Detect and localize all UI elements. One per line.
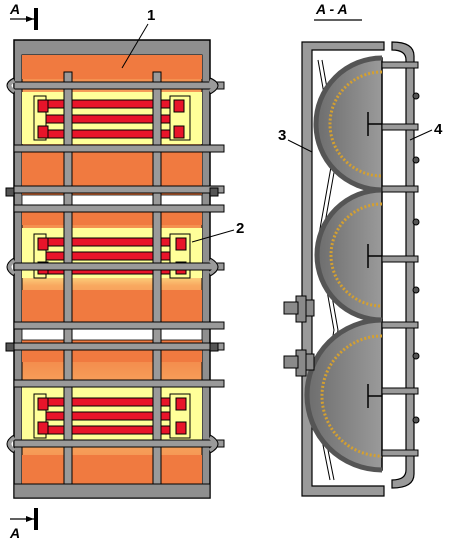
- mounting-bracket: [283, 295, 315, 377]
- section-marker-top: A: [9, 1, 38, 30]
- front-view: [5, 39, 225, 499]
- heater-tubes-middle: [33, 233, 191, 279]
- callout-3: 3: [278, 127, 313, 153]
- horizontal-clamp-bars: [13, 81, 225, 448]
- heater-tubes-bottom: [33, 393, 191, 439]
- dish-mounts: [367, 112, 382, 408]
- section-marker-bottom: A: [9, 508, 38, 541]
- callout-1-label: 1: [147, 7, 155, 24]
- heater-tubes-top: [33, 95, 191, 141]
- section-title: A - A: [315, 1, 348, 17]
- callout-4-label: 4: [434, 121, 443, 138]
- back-housing: [301, 41, 385, 497]
- side-bolts: [5, 187, 219, 352]
- clamp-loops: [6, 77, 219, 454]
- callout-1: 1: [121, 7, 155, 69]
- section-label-top: A: [9, 1, 20, 17]
- reflector-dishes: [306, 57, 383, 471]
- callout-4: 4: [409, 121, 443, 141]
- callout-2: 2: [191, 220, 244, 243]
- callout-2-label: 2: [236, 220, 244, 237]
- section-label-bottom: A: [9, 525, 20, 541]
- callout-3-label: 3: [278, 127, 286, 144]
- section-view: A - A: [283, 1, 420, 497]
- front-grid-frame: [381, 41, 420, 489]
